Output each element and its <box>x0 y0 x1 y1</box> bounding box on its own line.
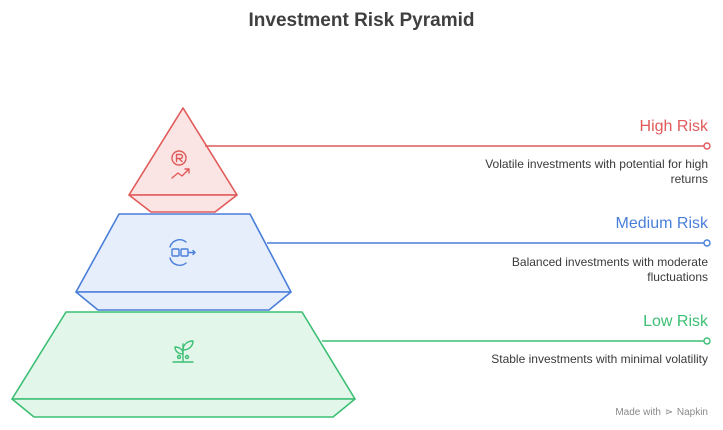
tier-medium-risk <box>75 213 711 311</box>
tier-low-risk-connector-dot <box>703 337 711 345</box>
tier-low-risk-bottom <box>11 398 356 418</box>
growing-plant-icon <box>172 340 194 363</box>
medium-risk-description: Balanced investments with moderate fluct… <box>511 255 708 284</box>
exchange-icon <box>169 239 196 266</box>
low-risk-title: Low Risk <box>643 313 708 330</box>
medium-risk-title: Medium Risk <box>615 215 708 232</box>
tier-high-risk-bottom <box>128 194 238 213</box>
made-with-napkin-footer[interactable]: Made with ⋗ Napkin <box>615 407 708 418</box>
napkin-logo-icon: ⋗ <box>664 407 674 418</box>
rupee-trend-up-icon <box>171 150 190 179</box>
page-title: Investment Risk Pyramid <box>248 10 475 31</box>
tier-medium-risk-face <box>75 213 292 293</box>
tier-high-risk <box>128 107 711 213</box>
high-risk-title: High Risk <box>639 118 708 135</box>
low-risk-description: Stable investments with minimal volatili… <box>491 352 708 366</box>
tier-medium-risk-connector-dot <box>703 239 711 247</box>
tier-medium-risk-bottom <box>75 291 292 311</box>
tier-high-risk-connector-dot <box>703 142 711 150</box>
footer-brand: Napkin <box>676 407 708 418</box>
high-risk-description: Volatile investments with potential for … <box>485 157 708 186</box>
footer-prefix: Made with <box>615 407 661 418</box>
tier-low-risk <box>11 311 711 418</box>
